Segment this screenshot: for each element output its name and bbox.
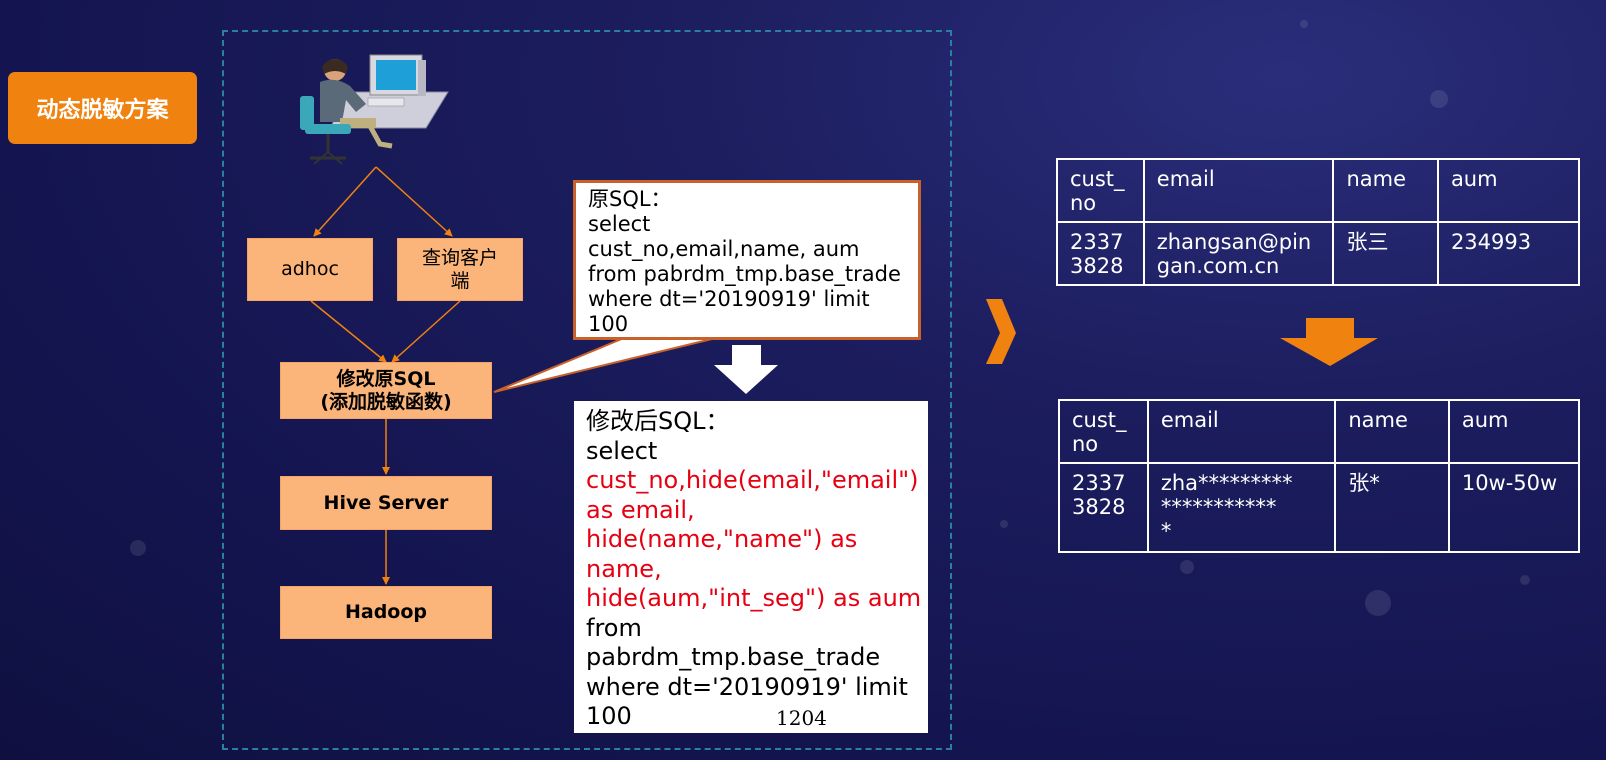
title-badge: 动态脱敏方案 xyxy=(8,72,197,144)
page-number: 1204 xyxy=(776,706,827,730)
header-cell: cust_ no xyxy=(1058,399,1149,464)
header-cell: name xyxy=(1332,158,1439,223)
data-cell: 张* xyxy=(1334,462,1450,553)
bokeh-dot xyxy=(130,540,146,556)
chevron-right-icon xyxy=(986,299,1016,364)
modify-sql-label-line1: 修改原SQL xyxy=(336,367,436,390)
table-header-row: cust_ no email name aum xyxy=(1058,399,1581,464)
modified-sql-line: pabrdm_tmp.base_trade xyxy=(586,643,881,671)
white-down-arrow-icon xyxy=(714,345,778,394)
modified-sql-line-highlight: as email, xyxy=(586,495,695,524)
hive-server-label: Hive Server xyxy=(323,491,449,514)
hive-server-box: Hive Server xyxy=(280,476,492,530)
header-cell: cust_ no xyxy=(1056,158,1145,223)
callout-tail xyxy=(493,337,717,393)
modified-sql-line-highlight: hide(aum,"int_seg") as aum xyxy=(586,584,922,612)
original-sql-line: 100 xyxy=(588,312,629,336)
modified-sql-line: from xyxy=(586,613,642,642)
original-sql-line: from pabrdm_tmp.base_trade xyxy=(588,262,901,286)
adhoc-label: adhoc xyxy=(281,258,339,280)
original-sql-line: select xyxy=(588,212,651,236)
modified-sql-line-highlight: hide(name,"name") as xyxy=(586,525,858,553)
table-after-masking: cust_ no email name aum 2337 3828 zha***… xyxy=(1058,399,1581,553)
bokeh-dot xyxy=(1430,90,1448,108)
modified-sql-line: where dt='20190919' limit xyxy=(586,672,908,701)
modified-sql-line: 100 xyxy=(586,702,632,730)
modified-sql-box: 修改后SQL： select cust_no,hide(email,"email… xyxy=(574,401,928,733)
bokeh-dot xyxy=(1180,560,1194,574)
orange-down-arrow-icon xyxy=(1280,318,1378,366)
modified-sql-line: select xyxy=(586,436,658,465)
modify-sql-box: 修改原SQL (添加脱敏函数) xyxy=(280,362,492,419)
table-row: 2337 3828 zha********* *********** * 张* … xyxy=(1058,462,1581,553)
header-cell: email xyxy=(1142,158,1335,223)
original-sql-line: cust_no,email,name, aum xyxy=(588,237,860,261)
original-sql-callout: 原SQL： select cust_no,email,name, aum fro… xyxy=(573,180,921,340)
flow-dashed-frame xyxy=(222,30,952,750)
modified-sql-line-highlight: name, xyxy=(586,554,662,583)
query-client-box: 查询客户 端 xyxy=(397,238,523,301)
computer-user-icon xyxy=(300,54,449,165)
adhoc-box: adhoc xyxy=(247,238,373,301)
hadoop-box: Hadoop xyxy=(280,586,492,639)
modified-sql-line: 修改后SQL： xyxy=(586,407,730,435)
header-cell: aum xyxy=(1436,158,1581,223)
original-sql-line: 原SQL： xyxy=(588,187,672,211)
table-row: 2337 3828 zhangsan@pin gan.com.cn 张三 234… xyxy=(1056,221,1581,286)
query-client-label-line2: 端 xyxy=(450,269,470,292)
bokeh-dot xyxy=(1300,20,1308,28)
header-cell: name xyxy=(1334,399,1450,464)
data-cell: zhangsan@pin gan.com.cn xyxy=(1142,221,1335,286)
original-sql-line: where dt='20190919' limit xyxy=(588,287,870,311)
data-cell: 234993 xyxy=(1436,221,1581,286)
hadoop-label: Hadoop xyxy=(344,601,428,623)
table-before-masking: cust_ no email name aum 2337 3828 zhangs… xyxy=(1056,158,1581,286)
header-cell: aum xyxy=(1447,399,1581,464)
data-cell: 10w-50w xyxy=(1447,462,1581,553)
bokeh-dot xyxy=(1365,590,1391,616)
data-cell: 2337 3828 xyxy=(1058,462,1149,553)
table-header-row: cust_ no email name aum xyxy=(1056,158,1581,223)
header-cell: email xyxy=(1146,399,1337,464)
bokeh-dot xyxy=(1520,575,1530,585)
modify-sql-label-line2: (添加脱敏函数) xyxy=(320,390,452,413)
bokeh-dot xyxy=(1000,520,1008,528)
modified-sql-line-highlight: cust_no,hide(email,"email") xyxy=(586,466,919,494)
data-cell: 2337 3828 xyxy=(1056,221,1145,286)
query-client-label-line1: 查询客户 xyxy=(421,246,498,269)
data-cell: zha********* *********** * xyxy=(1146,462,1337,553)
data-cell: 张三 xyxy=(1332,221,1439,286)
